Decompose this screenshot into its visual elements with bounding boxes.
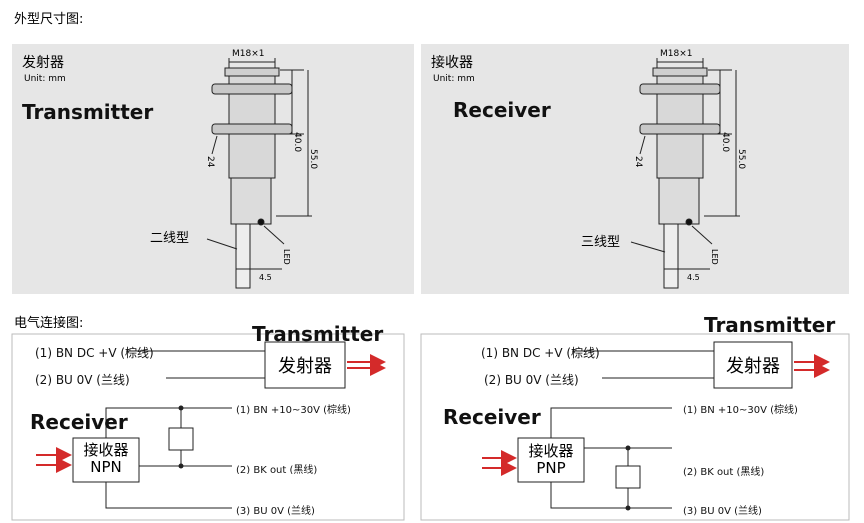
npn-tx-wire-bn: (1) BN DC +V (棕线) (35, 346, 154, 360)
pnp-tx-wire-bu: (2) BU 0V (兰线) (484, 373, 579, 387)
blank-patch (186, 474, 298, 496)
thread-size-label: M18×1 (232, 49, 264, 59)
npn-transmitter-role: Transmitter (252, 322, 384, 346)
cable-diameter-label: 4.5 (259, 273, 272, 282)
npn-transmitter-box-label: 发射器 (278, 356, 332, 377)
unit-label: Unit: mm (433, 74, 475, 84)
npn-rx-wire-bu: (3) BU 0V (兰线) (236, 506, 315, 517)
transmitter-role-label: Transmitter (22, 100, 154, 124)
pnp-receiver-type: PNP (536, 459, 566, 477)
npn-rx-wire-bn: (1) BN +10~30V (棕线) (236, 405, 351, 416)
npn-receiver-type: NPN (90, 458, 122, 476)
hex-size-label: 24 (633, 156, 643, 168)
pnp-receiver-role: Receiver (443, 405, 541, 429)
transmitter-cn-label: 发射器 (22, 55, 64, 71)
pnp-rx-wire-bk: (2) BK out (黑线) (683, 467, 765, 478)
npn-receiver-box-label: 接收器 NPN (73, 442, 139, 476)
pnp-receiver-box-label: 接收器 PNP (518, 443, 584, 477)
unit-label: Unit: mm (24, 74, 66, 84)
transmitter-dimension-panel: 发射器 Unit: mm Transmitter (12, 44, 414, 294)
cable-diameter-label: 4.5 (687, 273, 700, 282)
receiver-role-label: Receiver (453, 98, 551, 122)
length-40-label: 40.0 (292, 132, 302, 152)
npn-rx-wire-bk: (2) BK out (黑线) (236, 465, 318, 476)
receiver-cn-label: 接收器 (431, 55, 473, 71)
pnp-rx-wire-bn: (1) BN +10~30V (棕线) (683, 405, 798, 416)
pnp-wiring-block (420, 333, 850, 521)
pnp-rx-wire-bu: (3) BU 0V (兰线) (683, 506, 762, 517)
npn-receiver-cn: 接收器 (83, 441, 129, 459)
length-40-label: 40.0 (720, 132, 730, 152)
npn-wiring-block (11, 333, 405, 521)
length-55-label: 55.0 (308, 149, 318, 169)
led-label: LED (282, 249, 291, 265)
npn-tx-wire-bu: (2) BU 0V (兰线) (35, 373, 130, 387)
thread-size-label: M18×1 (660, 49, 692, 59)
pnp-tx-wire-bn: (1) BN DC +V (棕线) (481, 346, 600, 360)
transmitter-sensor-drawing: M18×1 40.0 55.0 24 4.5 LED 二线型 (150, 49, 318, 289)
receiver-dimension-panel: 接收器 Unit: mm Receiver M18×1 40.0 55.0 24 (421, 44, 849, 294)
pnp-transmitter-box-label: 发射器 (726, 356, 780, 377)
pnp-receiver-cn: 接收器 (528, 442, 574, 460)
sensor-type-label: 三线型 (581, 235, 620, 250)
dimensions-section-title: 外型尺寸图: (14, 12, 84, 27)
npn-receiver-role: Receiver (30, 410, 128, 434)
receiver-sensor-drawing: M18×1 40.0 55.0 24 4.5 LED 三线型 (581, 49, 746, 289)
length-55-label: 55.0 (736, 149, 746, 169)
sensor-type-label: 二线型 (150, 231, 189, 246)
led-label: LED (710, 249, 719, 265)
hex-size-label: 24 (205, 156, 215, 168)
wiring-section-title: 电气连接图: (14, 316, 84, 331)
pnp-transmitter-role: Transmitter (704, 313, 836, 337)
